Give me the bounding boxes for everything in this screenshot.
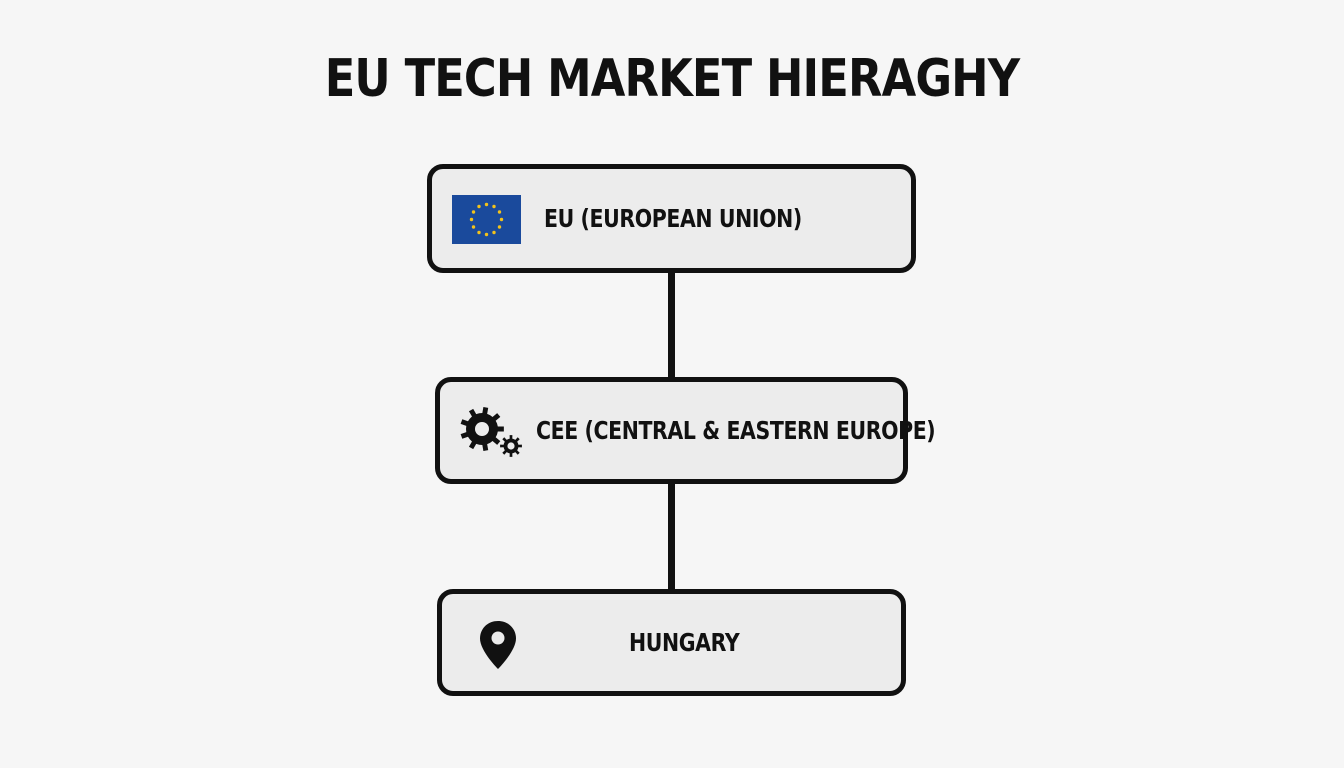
node-label-hungary: HUNGARY [629,628,740,657]
map-pin-icon [480,621,516,669]
eu-star [469,217,474,222]
eu-star [497,210,502,214]
eu-star [499,217,504,222]
node-eu: EU (EUROPEAN UNION) [427,164,916,273]
node-label-cee: CEE (CENTRAL & EASTERN EUROPE) [536,416,936,445]
eu-star [492,204,496,209]
eu-star [492,230,496,235]
connector-eu-cee [668,270,675,380]
eu-star [477,204,481,209]
connector-cee-hungary [668,481,675,592]
eu-star [484,202,489,207]
node-cee: CEE (CENTRAL & EASTERN EUROPE) [435,377,936,484]
eu-star [497,225,502,229]
eu-star [477,230,481,235]
eu-flag-icon [452,195,521,244]
eu-star [484,232,489,237]
eu-star [471,225,476,229]
gears-icon [460,407,522,457]
node-label-eu: EU (EUROPEAN UNION) [544,204,802,233]
node-hungary: HUNGARY [437,589,906,696]
eu-star [471,210,476,214]
diagram-title: EU TECH MARKET HIERAGHY [324,49,1020,109]
